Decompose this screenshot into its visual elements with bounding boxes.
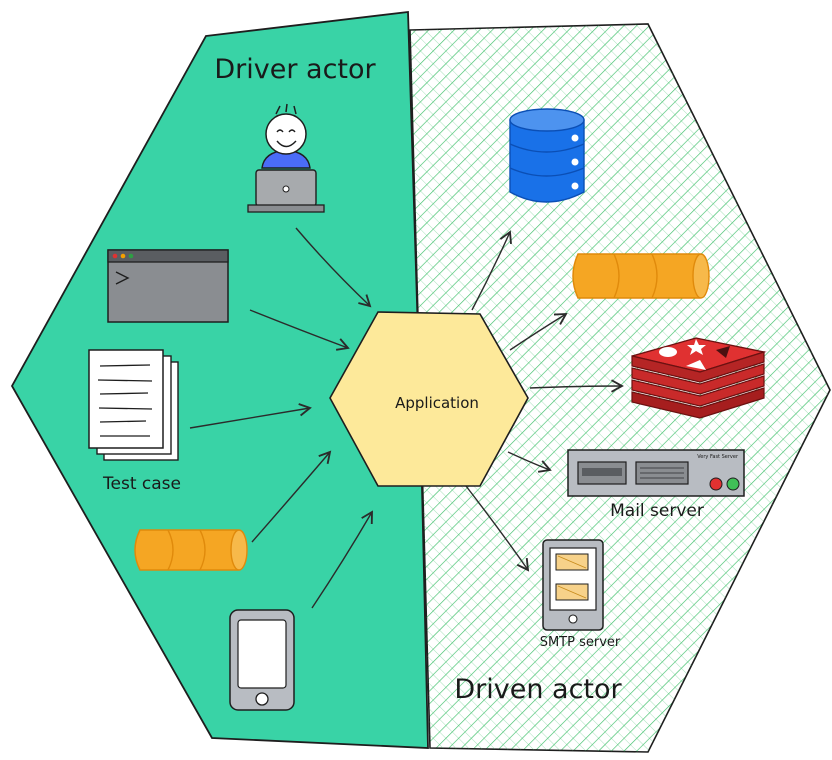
arrow-app-to-database — [471, 230, 512, 311]
driven-actor-title: Driven actor — [454, 674, 622, 705]
driver-actor-region — [10, 10, 429, 749]
driver-arrows — [189, 227, 373, 609]
mail-server-label: Mail server — [610, 501, 704, 521]
documents-icon — [88, 349, 179, 461]
arrow-phone-to-app — [311, 510, 373, 609]
redis-icon — [631, 337, 767, 419]
mail-server-icon: Very Fast Server — [567, 449, 745, 497]
arrow-terminal-to-app — [249, 309, 350, 351]
server-caption-label: Very Fast Server — [697, 454, 739, 460]
database-icon — [509, 108, 585, 203]
arrow-user-to-app — [295, 227, 372, 308]
queue-icon-driven — [572, 253, 710, 299]
application-node: Application — [329, 311, 529, 487]
arrow-app-to-queue — [509, 312, 568, 351]
driven-arrows — [465, 230, 624, 572]
arrow-testcase-to-app — [189, 403, 312, 429]
arrow-app-to-mail-server — [507, 451, 552, 473]
smtp-server-label: SMTP server — [540, 635, 621, 650]
smtp-phone-icon — [542, 539, 604, 631]
arrow-queue-to-app — [251, 450, 332, 543]
test-case-label: Test case — [102, 474, 181, 494]
application-label: Application — [395, 394, 479, 412]
arrow-app-to-smtp — [465, 485, 530, 572]
arrow-app-to-redis — [529, 379, 624, 393]
terminal-window-icon — [107, 249, 229, 323]
mobile-phone-icon — [229, 609, 295, 711]
queue-icon — [134, 529, 248, 571]
user-laptop-icon — [247, 103, 325, 213]
driver-actor-title: Driver actor — [214, 54, 376, 85]
